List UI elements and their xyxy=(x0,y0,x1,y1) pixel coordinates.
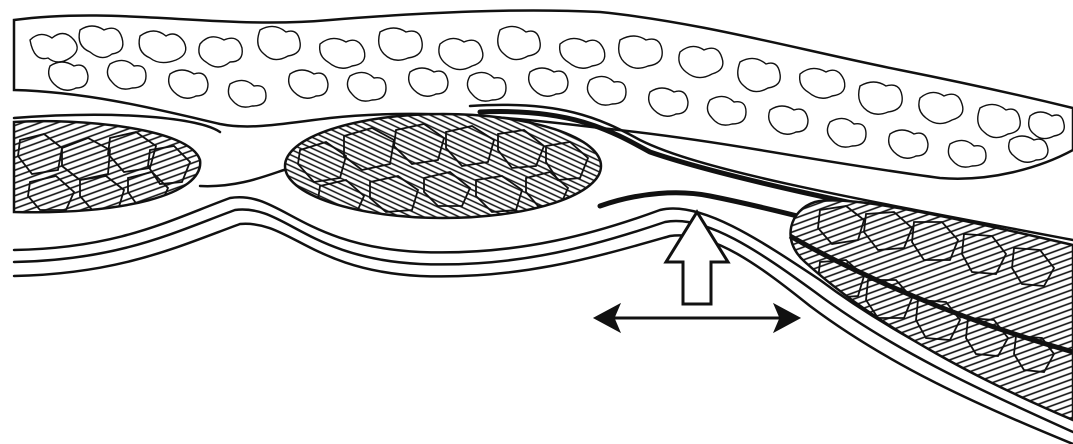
double-headed-arrow xyxy=(594,304,800,332)
muscle-bundle-left xyxy=(14,121,200,212)
muscle-bundle-right xyxy=(790,200,1073,420)
force-arrow-up xyxy=(666,212,728,304)
muscle-bundle-center xyxy=(285,114,601,218)
